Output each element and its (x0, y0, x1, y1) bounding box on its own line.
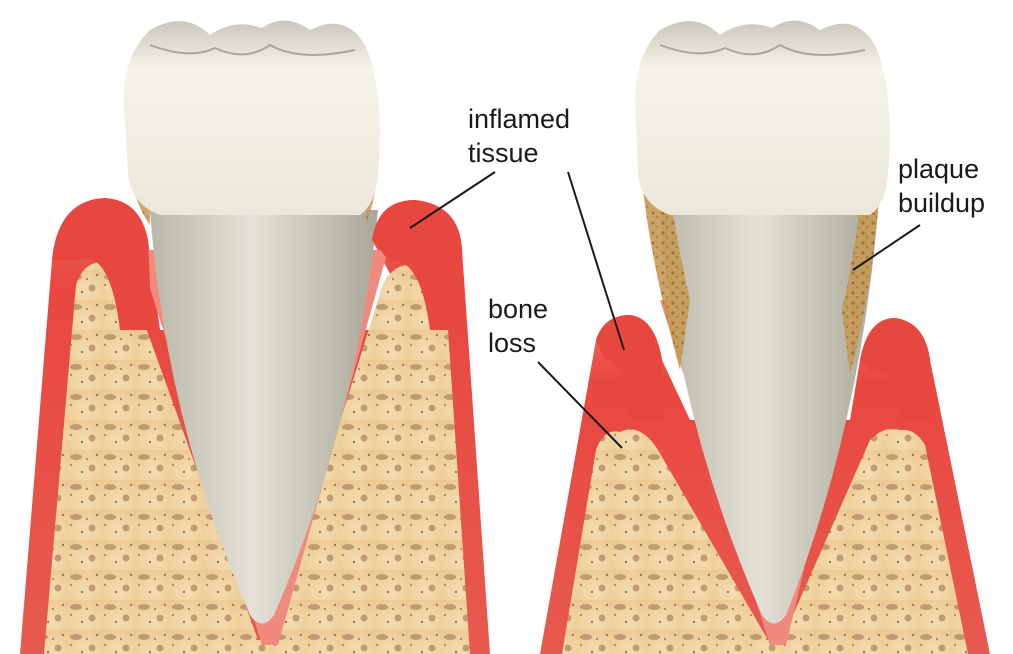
label-inflamed-line2: tissue (468, 138, 539, 168)
label-plaque-buildup: plaque buildup (898, 154, 985, 218)
leader-inflamed-right (568, 172, 624, 350)
label-bone-line1: bone (488, 294, 548, 324)
label-bone-line2: loss (488, 328, 536, 358)
label-inflamed-line1: inflamed (468, 104, 570, 134)
label-plaque-line1: plaque (898, 154, 979, 184)
diseased-tooth-group (540, 20, 990, 654)
label-plaque-line2: buildup (898, 188, 985, 218)
label-bone-loss: bone loss (488, 294, 548, 358)
healthy-tooth-group (20, 20, 490, 654)
label-inflamed-tissue: inflamed tissue (468, 104, 570, 168)
